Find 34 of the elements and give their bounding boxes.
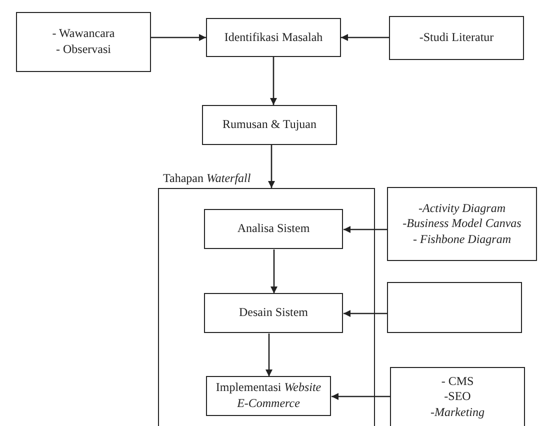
container-heading: Tahapan Waterfall bbox=[163, 171, 251, 187]
box-text: - Fishbone Diagram bbox=[413, 232, 511, 248]
arrow bbox=[332, 393, 390, 400]
process-box bbox=[16, 12, 151, 72]
process-box bbox=[204, 209, 343, 249]
arrow bbox=[341, 34, 389, 41]
process-box bbox=[206, 18, 341, 57]
box-text: - Wawancara bbox=[52, 26, 115, 42]
arrow bbox=[270, 57, 277, 105]
box-text: -Business Model Canvas bbox=[402, 216, 522, 232]
arrow bbox=[270, 250, 278, 294]
box-text: -Studi Literatur bbox=[419, 30, 494, 46]
box-text: -Activity Diagram bbox=[418, 200, 506, 216]
box-text: - Observasi bbox=[56, 42, 111, 58]
box-text: - CMS bbox=[441, 374, 474, 390]
box-text: -SEO bbox=[444, 389, 471, 405]
process-box bbox=[390, 367, 525, 426]
process-box bbox=[206, 376, 331, 416]
box-text: -Marketing bbox=[430, 404, 484, 420]
arrow bbox=[268, 145, 275, 188]
process-box bbox=[389, 16, 524, 60]
process-box bbox=[202, 105, 337, 145]
box-text: Identifikasi Masalah bbox=[224, 30, 323, 46]
arrow bbox=[266, 334, 272, 376]
process-box bbox=[204, 293, 343, 333]
arrow bbox=[344, 226, 387, 233]
empty-box bbox=[387, 282, 522, 333]
box-text: Rumusan & Tujuan bbox=[222, 117, 317, 133]
process-box bbox=[387, 187, 537, 261]
box-text: Analisa Sistem bbox=[237, 221, 310, 237]
box-text: Implementasi Website E-Commerce bbox=[215, 380, 322, 412]
arrow bbox=[151, 34, 206, 41]
box-text: Desain Sistem bbox=[239, 305, 308, 321]
arrow bbox=[344, 310, 387, 317]
